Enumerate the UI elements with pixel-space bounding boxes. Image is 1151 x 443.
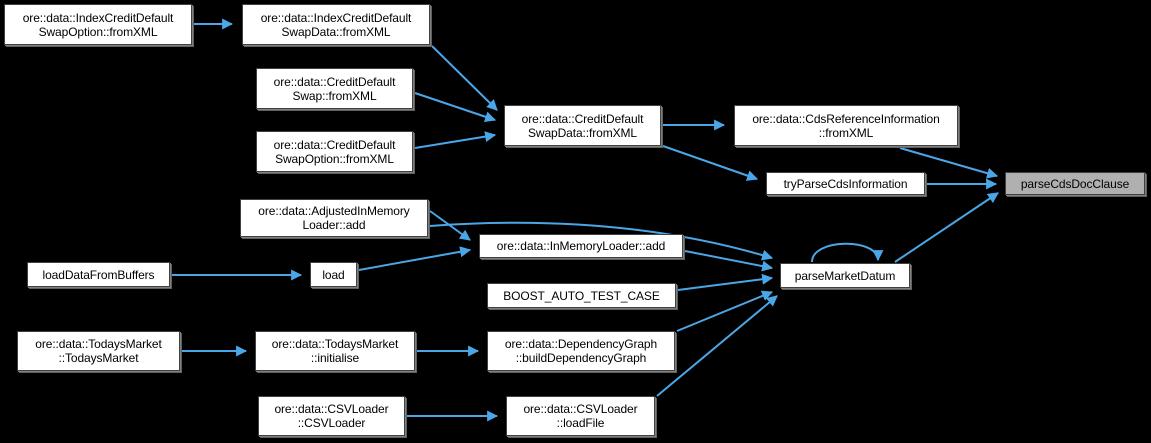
graph-node-adjustedInMemoryLoaderAdd[interactable]: ore::data::AdjustedInMemory Loader::add: [240, 199, 428, 237]
graph-edge-csvLoaderLoadFile-to-parseMarketDatum: [656, 295, 778, 397]
graph-edge-cdsOptionFromXML-to-cdsDataFromXML: [414, 131, 497, 149]
graph-node-cdsDataFromXML[interactable]: ore::data::CreditDefault SwapData::fromX…: [504, 105, 661, 146]
graph-edge-boostAutoTestCase-to-parseMarketDatum: [677, 273, 774, 291]
graph-node-parseCdsDocClause[interactable]: parseCdsDocClause: [1005, 172, 1145, 195]
graph-edge-indexCdsDataFromXML-to-cdsDataFromXML: [431, 45, 498, 111]
graph-node-parseMarketDatum[interactable]: parseMarketDatum: [780, 263, 910, 288]
graph-edge-buildDependencyGraph-to-parseMarketDatum: [676, 290, 774, 332]
graph-edge-parseMarketDatum-to-parseMarketDatum: [811, 242, 884, 263]
graph-node-load[interactable]: load: [310, 262, 357, 287]
graph-edge-parseMarketDatum-to-parseCdsDocClause: [894, 192, 999, 263]
graph-node-buildDependencyGraph[interactable]: ore::data::DependencyGraph ::buildDepend…: [487, 331, 675, 371]
graph-node-tryParseCdsInformation[interactable]: tryParseCdsInformation: [766, 172, 925, 195]
graph-edge-adjustedInMemoryLoaderAdd-to-parseMarketDatum: [429, 221, 774, 261]
graph-node-cdsRefInfoFromXML[interactable]: ore::data::CdsReferenceInformation ::fro…: [734, 105, 958, 146]
graph-node-loadDataFromBuffers[interactable]: loadDataFromBuffers: [27, 262, 170, 287]
graph-edge-inMemoryLoaderAdd-to-parseMarketDatum: [684, 250, 774, 272]
graph-node-inMemoryLoaderAdd[interactable]: ore::data::InMemoryLoader::add: [479, 234, 683, 258]
graph-node-csvLoaderLoadFile[interactable]: ore::data::CSVLoader ::loadFile: [506, 396, 655, 436]
graph-node-todaysMarketCtor[interactable]: ore::data::TodaysMarket ::TodaysMarket: [17, 331, 180, 371]
graph-node-indexCdsOptionFromXML[interactable]: ore::data::IndexCreditDefault SwapOption…: [4, 4, 192, 45]
graph-edge-cdsRefInfoFromXML-to-parseCdsDocClause: [899, 147, 999, 179]
graph-edge-load-to-inMemoryLoaderAdd: [358, 246, 472, 271]
graph-node-cdsOptionFromXML[interactable]: ore::data::CreditDefault SwapOption::fro…: [256, 131, 413, 172]
graph-node-boostAutoTestCase[interactable]: BOOST_AUTO_TEST_CASE: [487, 283, 676, 308]
graph-node-csvLoaderCtor[interactable]: ore::data::CSVLoader ::CSVLoader: [258, 396, 405, 436]
graph-edge-cdsFromXML-to-cdsDataFromXML: [414, 92, 497, 123]
graph-node-todaysMarketInitialise[interactable]: ore::data::TodaysMarket ::initialise: [255, 331, 415, 371]
graph-edge-cdsDataFromXML-to-tryParseCdsInformation: [662, 145, 759, 181]
graph-node-cdsFromXML[interactable]: ore::data::CreditDefault Swap::fromXML: [256, 68, 413, 109]
graph-node-indexCdsDataFromXML[interactable]: ore::data::IndexCreditDefault SwapData::…: [242, 4, 430, 45]
